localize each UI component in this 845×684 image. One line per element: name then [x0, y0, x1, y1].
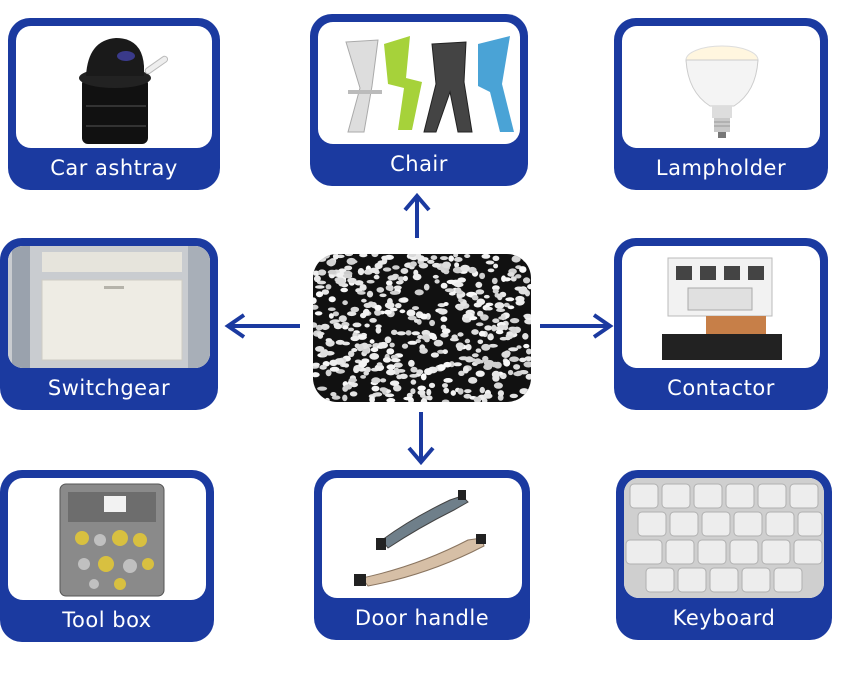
card-label: Tool box — [62, 608, 152, 632]
door-handle-image — [322, 478, 522, 598]
contactor-image — [622, 246, 820, 368]
card-label: Chair — [390, 152, 448, 176]
card-label: Car ashtray — [50, 156, 178, 180]
switchgear-image — [8, 246, 210, 368]
card-label: Lampholder — [655, 156, 787, 180]
card-chair: Chair — [310, 14, 528, 186]
arrow-right-icon — [538, 312, 614, 340]
plastic-pellets-image — [313, 254, 531, 402]
arrow-down-icon — [406, 410, 436, 466]
card-car-ashtray: Car ashtray — [8, 18, 220, 190]
keyboard-image — [624, 478, 824, 598]
card-label: Door handle — [354, 606, 490, 630]
card-tool-box: Tool box — [0, 470, 214, 642]
chairs-image — [318, 22, 520, 144]
light-bulb-image — [622, 26, 820, 148]
car-ashtray-image — [16, 26, 212, 148]
arrow-left-icon — [224, 312, 302, 340]
card-contactor: Contactor — [614, 238, 828, 410]
card-lampholder: Lampholder — [614, 18, 828, 190]
card-label: Contactor — [667, 376, 775, 400]
card-door-handle: Door handle — [314, 470, 530, 640]
card-label: Switchgear — [47, 376, 171, 400]
arrow-up-icon — [402, 192, 432, 240]
card-switchgear: Switchgear — [0, 238, 218, 410]
card-keyboard: Keyboard — [616, 470, 832, 640]
tool-box-image — [8, 478, 206, 600]
card-label: Keyboard — [672, 606, 776, 630]
